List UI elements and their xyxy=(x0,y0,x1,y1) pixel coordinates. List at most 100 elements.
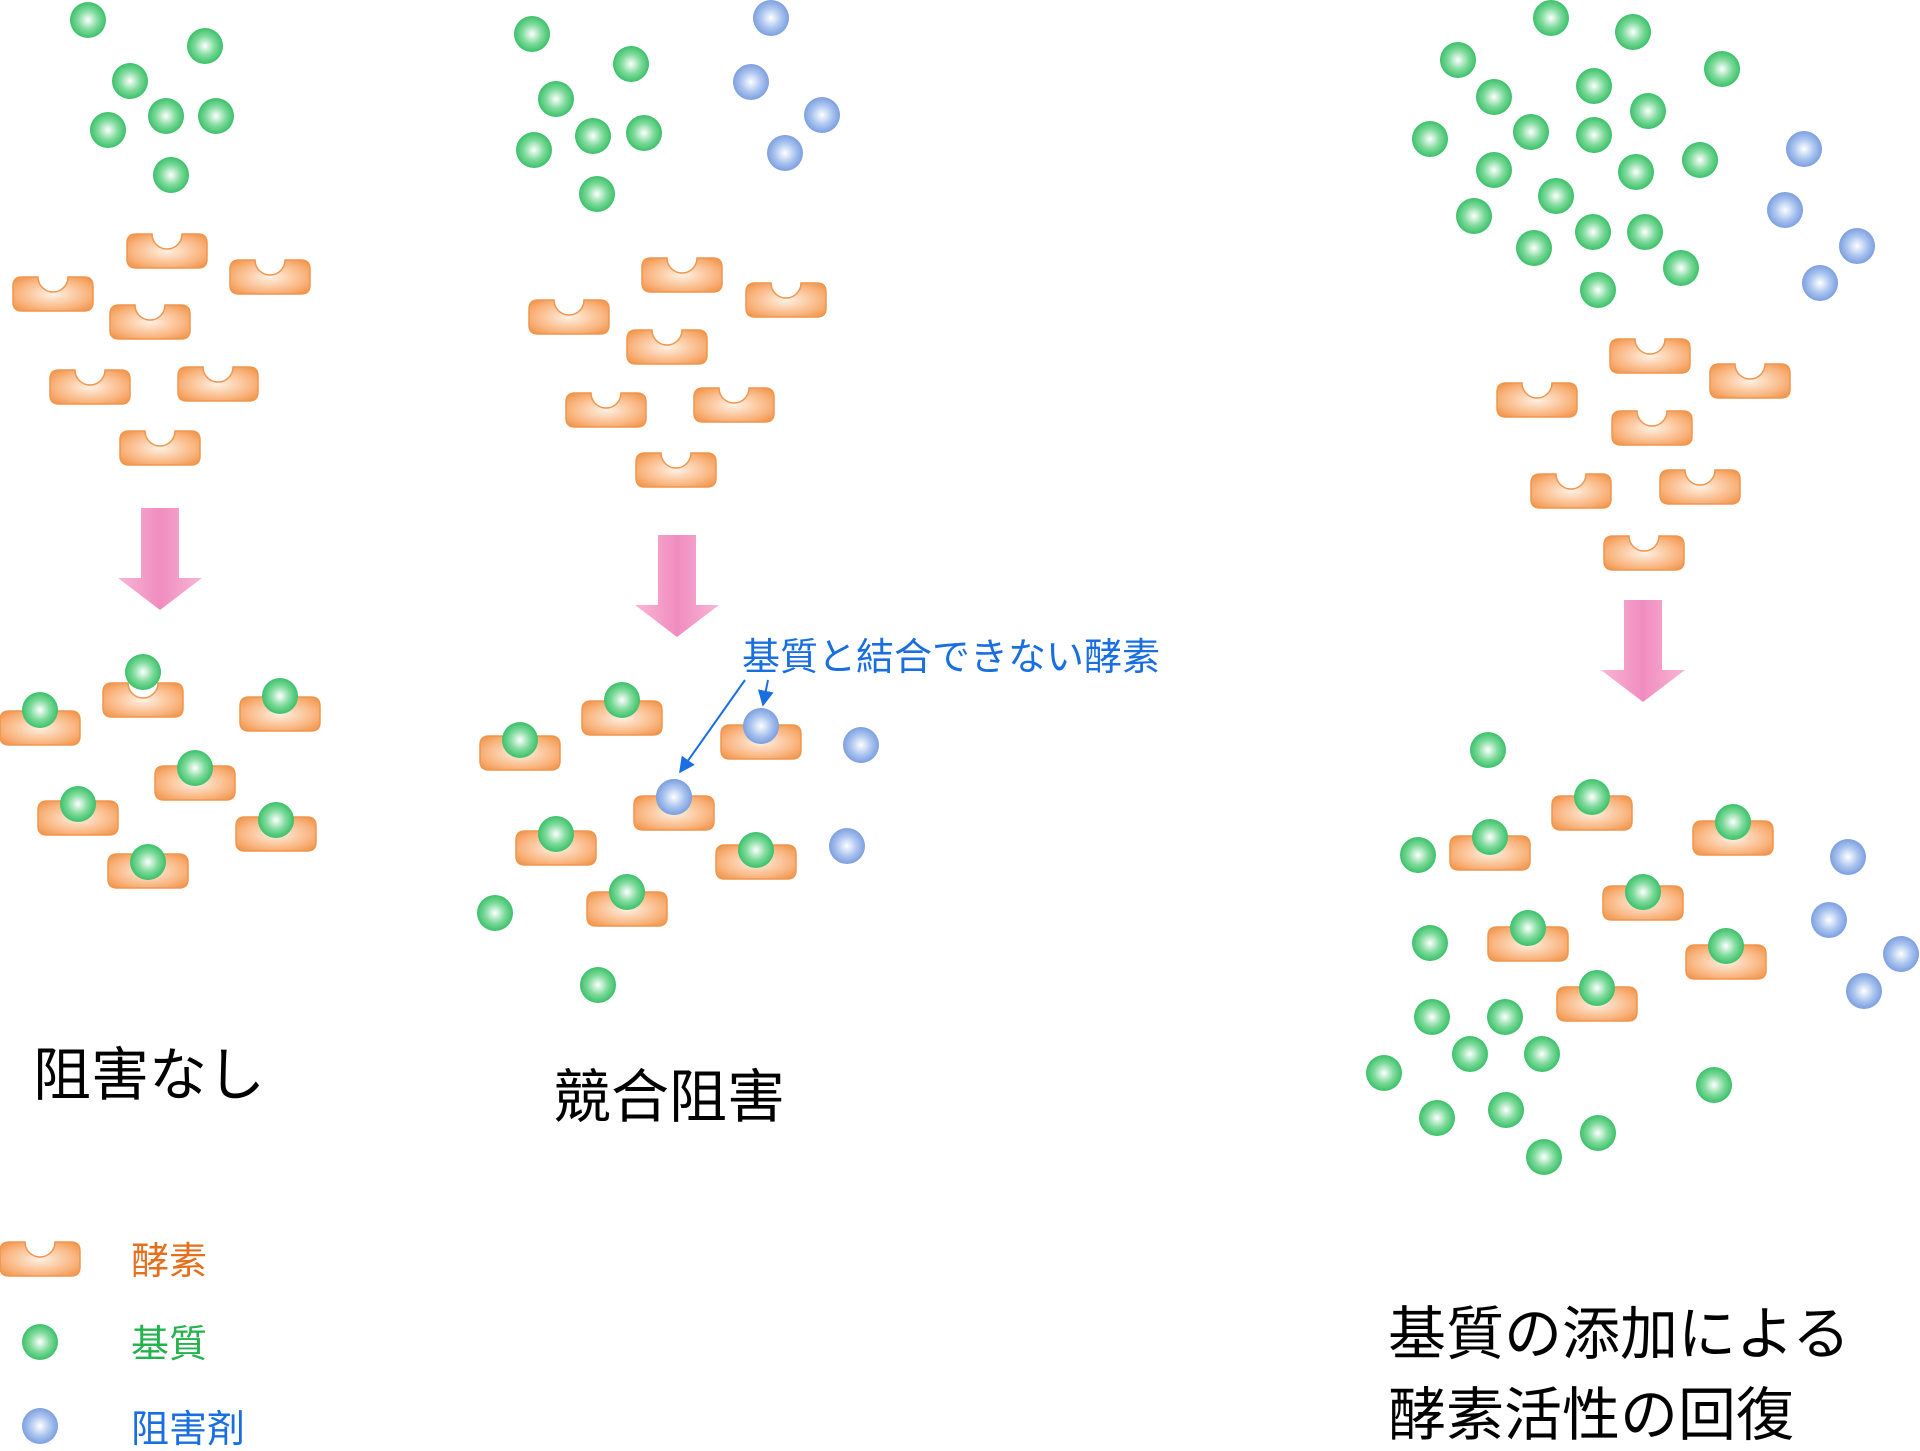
enzyme-icon xyxy=(109,304,191,340)
inhibitor-icon xyxy=(1811,902,1847,938)
substrate-icon xyxy=(738,832,774,868)
enzyme-icon xyxy=(1709,363,1791,399)
substrate-icon xyxy=(1472,819,1508,855)
substrate-icon xyxy=(1516,230,1552,266)
substrate-icon xyxy=(60,786,96,822)
annotation-pointer-2 xyxy=(757,679,774,707)
annotation-label: 基質と結合できない酵素 xyxy=(742,635,1161,679)
enzyme-icon xyxy=(12,276,94,312)
substrate-icon xyxy=(198,98,234,134)
substrate-icon xyxy=(609,874,645,910)
substrate-icon xyxy=(1470,732,1506,768)
substrate-icon xyxy=(1456,198,1492,234)
substrate-icon xyxy=(1579,970,1615,1006)
substrate-icon xyxy=(1476,152,1512,188)
inhibitor-icon xyxy=(656,779,692,815)
substrate-icon xyxy=(579,176,615,212)
substrate-icon xyxy=(1696,1067,1732,1103)
legend-substrate-label: 基質 xyxy=(131,1322,208,1366)
substrate-icon xyxy=(153,157,189,193)
substrate-icon xyxy=(112,63,148,99)
enzyme-icon xyxy=(1496,382,1578,418)
substrate-icon xyxy=(1627,214,1663,250)
enzyme-icon xyxy=(229,259,311,295)
inhibitor-icon xyxy=(843,727,879,763)
substrate-icon xyxy=(1715,804,1751,840)
substrate-icon xyxy=(258,802,294,838)
substrate-icon xyxy=(1400,837,1436,873)
substrate-icon xyxy=(1488,1092,1524,1128)
substrate-icon xyxy=(22,692,58,728)
substrate-icon xyxy=(1576,117,1612,153)
enzyme-icon xyxy=(177,366,259,402)
substrate-icon xyxy=(262,678,298,714)
substrate-icon xyxy=(1440,42,1476,78)
substrate-icon xyxy=(575,118,611,154)
substrate-icon xyxy=(502,722,538,758)
enzyme-icon xyxy=(1659,469,1741,505)
enzyme-icon xyxy=(565,392,647,428)
inhibitor-icon xyxy=(1802,265,1838,301)
enzyme-icon xyxy=(1611,410,1693,446)
substrate-icon xyxy=(1704,51,1740,87)
annotation-pointers xyxy=(679,679,774,774)
legend-enzyme-label: 酵素 xyxy=(131,1239,208,1283)
substrate-icon xyxy=(1575,214,1611,250)
substrate-icon xyxy=(1526,1139,1562,1175)
substrate-icon xyxy=(70,2,106,38)
substrate-icon xyxy=(1513,114,1549,150)
inhibitor-icon xyxy=(1786,131,1822,167)
inhibitor-icon xyxy=(1839,228,1875,264)
enzyme-icon xyxy=(49,369,131,405)
substrate-icon xyxy=(538,81,574,117)
inhibitor-icon xyxy=(733,64,769,100)
substrate-icon xyxy=(1580,1115,1616,1151)
substrate-icon xyxy=(1412,925,1448,961)
enzyme-icon xyxy=(126,233,208,269)
substrate-icon xyxy=(1625,874,1661,910)
substrate-icon xyxy=(604,682,640,718)
substrate-icon xyxy=(1580,272,1616,308)
substrate-icon xyxy=(1419,1100,1455,1136)
substrate-icon xyxy=(177,750,213,786)
caption-recovery-line2: 酵素活性の回復 xyxy=(1388,1381,1795,1449)
substrate-icon xyxy=(613,46,649,82)
inhibitor-icon xyxy=(1767,192,1803,228)
annotation-pointer-1 xyxy=(679,679,746,774)
substrate-icon xyxy=(1476,79,1512,115)
substrate-icon xyxy=(125,654,161,690)
inhibitor-icon xyxy=(1830,839,1866,875)
substrate-icon xyxy=(1510,910,1546,946)
substrate-icon xyxy=(580,967,616,1003)
enzyme-icon xyxy=(1530,473,1612,509)
arrow-competitive xyxy=(635,535,719,637)
inhibitor-icon xyxy=(1846,973,1882,1009)
inhibitor-icon xyxy=(767,135,803,171)
substrate-icon xyxy=(1615,14,1651,50)
substrate-icon xyxy=(1574,779,1610,815)
substrate-icon xyxy=(1538,178,1574,214)
substrate-icon xyxy=(1663,250,1699,286)
inhibitor-icon xyxy=(804,97,840,133)
substrate-icon xyxy=(1533,0,1569,36)
substrate-icon xyxy=(1366,1055,1402,1091)
substrate-icon xyxy=(477,895,513,931)
legend-inhibitor-label: 阻害剤 xyxy=(131,1407,246,1451)
substrate-icon xyxy=(187,28,223,64)
substrate-icon xyxy=(1414,999,1450,1035)
legend-inhibitor-icon xyxy=(22,1408,58,1444)
enzyme-icon xyxy=(1603,535,1685,571)
enzyme-icon xyxy=(528,299,610,335)
caption-no-inhibition: 阻害なし xyxy=(33,1041,266,1109)
enzyme-icon xyxy=(102,682,184,718)
enzyme-icon xyxy=(635,452,717,488)
legend-enzyme-icon xyxy=(0,1241,81,1277)
substrate-icon xyxy=(1708,928,1744,964)
enzyme-icon xyxy=(1609,338,1691,374)
arrow-no-inhibition xyxy=(118,508,202,610)
substrate-icon xyxy=(1452,1036,1488,1072)
inhibitor-icon xyxy=(743,708,779,744)
enzyme-icon xyxy=(745,282,827,318)
substrate-icon xyxy=(1630,93,1666,129)
